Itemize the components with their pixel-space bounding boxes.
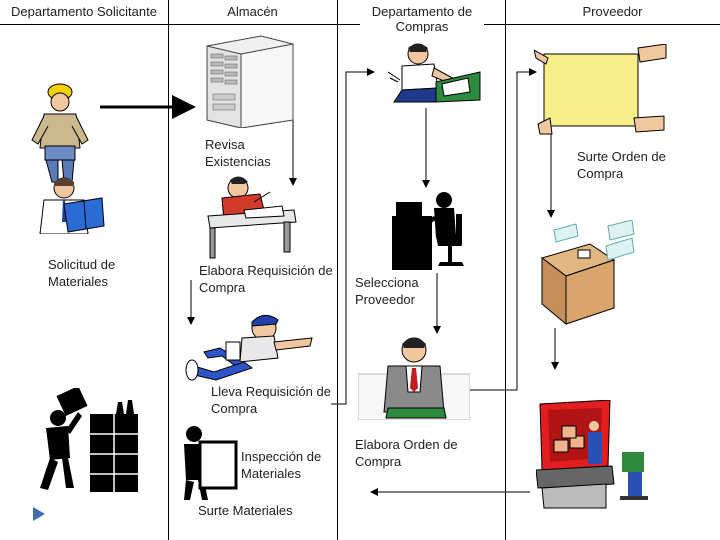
lane-divider-2 — [337, 0, 338, 540]
server-computer-icon — [206, 35, 294, 128]
shelf-icon — [90, 400, 138, 492]
arrow-orden-proveedor — [440, 68, 537, 391]
step-selecciona-proveedor: Selecciona Proveedor — [355, 275, 419, 307]
running-messenger-icon — [185, 315, 313, 381]
package-hands-icon — [534, 44, 667, 135]
step-revisa: Revisa Existencias — [205, 137, 271, 169]
person-writing-icon — [207, 176, 297, 259]
worker-hardhat-icon — [31, 83, 89, 183]
person-carrying-box-icon — [40, 388, 88, 490]
lane-header-almacen: Almacén — [227, 4, 278, 19]
nav-triangle-icon[interactable] — [32, 506, 46, 522]
lane-header-compras: Departamento de Compras — [360, 4, 484, 34]
delivery-truck-icon — [536, 400, 648, 509]
lane-divider-1 — [168, 0, 169, 540]
lane-header-solicitante: Departamento Solicitante — [11, 4, 157, 19]
arrow-lleva-compras — [331, 68, 375, 405]
lane-header-proveedor: Proveedor — [582, 4, 643, 19]
businessman-icon — [358, 337, 470, 420]
step-inspeccion: Inspección de Materiales — [241, 449, 322, 481]
person-computer-icon — [392, 192, 464, 270]
step-solicitud: Solicitud de Materiales — [48, 257, 116, 289]
person-desk-icon — [387, 43, 481, 103]
flying-box-icon — [540, 220, 635, 326]
step-elabora-requisicion: Elabora Requisición de Compra — [199, 263, 333, 295]
step-lleva-requisicion: Lleva Requisición de Compra — [211, 384, 331, 416]
lane-divider-3 — [505, 0, 506, 540]
step-surte-orden: Surte Orden de Compra — [577, 149, 666, 181]
person-reading-icon — [39, 177, 105, 234]
inspector-icon — [184, 426, 238, 500]
step-elabora-orden: Elabora Orden de Compra — [355, 437, 458, 469]
step-surte-materiales: Surte Materiales — [198, 503, 293, 518]
